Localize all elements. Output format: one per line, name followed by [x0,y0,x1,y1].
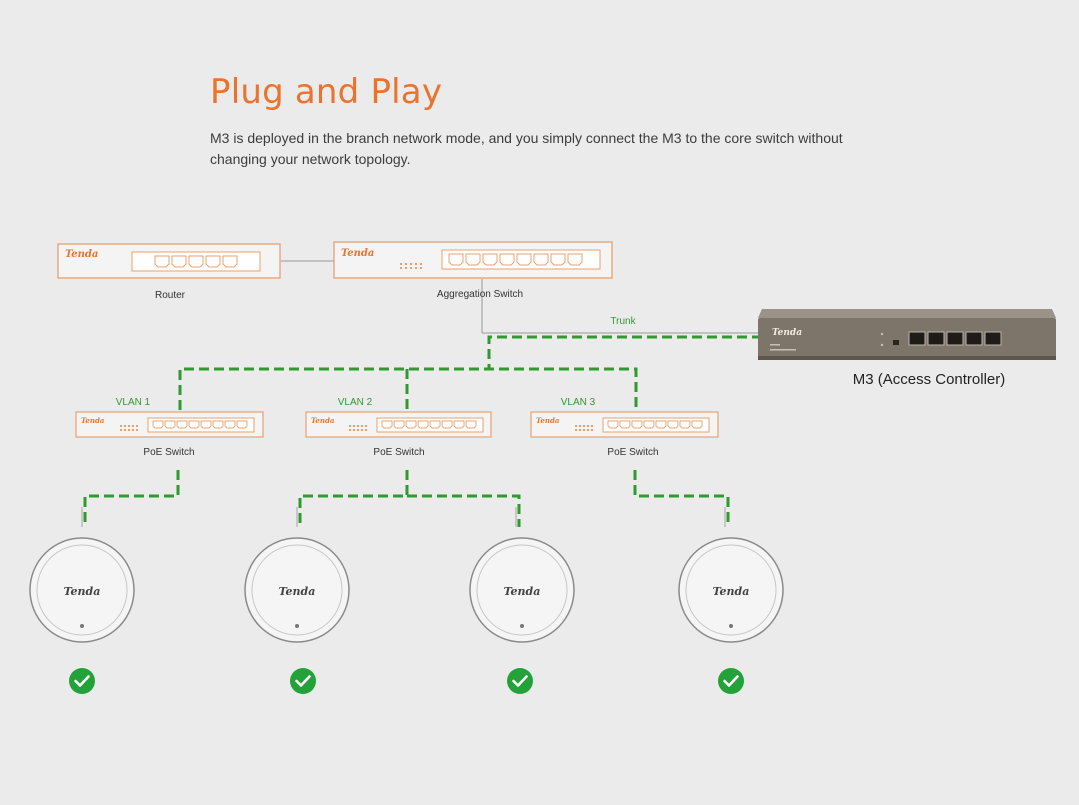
ap-3-brand: Tenda [504,585,541,598]
access-point-3: Tenda [469,537,575,643]
router-device: Tenda Router [57,243,281,301]
vlan-2-label: VLAN 2 [338,397,373,408]
trunk-link [487,335,762,369]
poe-switch-2-label: PoE Switch [373,447,424,458]
svg-text:Tenda: Tenda [536,416,560,425]
page-description: M3 is deployed in the branch network mod… [210,128,910,170]
poe-switch-1: VLAN 1 Tenda PoE Switch [75,397,264,458]
aggregation-brand: Tenda [341,248,374,259]
description-line-1: M3 is deployed in the branch network mod… [210,130,843,146]
svg-text:Tenda: Tenda [311,416,335,425]
ap-link-2 [298,470,409,527]
poe-switch-1-label: PoE Switch [143,447,194,458]
ap-link-1 [83,470,180,527]
trunk-label: Trunk [610,316,636,327]
access-point-4: Tenda [678,537,784,643]
ap-link-ends [81,507,726,527]
check-icon-2 [290,668,316,694]
ap-1-brand: Tenda [64,585,101,598]
wired-links [281,260,762,334]
description-line-2: changing your network topology. [210,151,411,167]
poe-switch-3: VLAN 3 Tenda PoE Switch [530,397,719,458]
trunk-links [178,335,762,410]
poe-switch-2: VLAN 2 Tenda PoE Switch [305,397,492,458]
vlan-1-label: VLAN 1 [116,397,151,408]
router-ports [154,255,238,268]
svg-text:Tenda: Tenda [81,416,105,425]
aggregation-label: Aggregation Switch [437,289,523,300]
ap-links [83,470,730,527]
router-label: Router [155,290,186,301]
aggregation-leds [400,263,422,269]
aggregation-ports [448,253,583,266]
ap-link-4 [633,470,730,527]
vlan-3-label: VLAN 3 [561,397,596,408]
controller-brand: Tenda [772,328,802,338]
controller-label: M3 (Access Controller) [853,371,1006,388]
access-point-2: Tenda [244,537,350,643]
access-point-1: Tenda [29,537,135,643]
aggregation-switch-device: Tenda Aggregation Switch [333,241,613,300]
router-brand: Tenda [65,249,98,260]
vlan-bus-link [178,367,638,410]
ap-4-brand: Tenda [713,585,750,598]
controller-ports [908,331,1002,346]
check-icon-4 [718,668,744,694]
ap-2-brand: Tenda [279,585,316,598]
check-icon-1 [69,668,95,694]
ap-link-3 [407,494,521,527]
page-title: Plug and Play [210,72,443,112]
poe-switch-3-label: PoE Switch [607,447,658,458]
check-icon-3 [507,668,533,694]
controller-device: Tenda M3 (Access Controller) [758,309,1056,388]
